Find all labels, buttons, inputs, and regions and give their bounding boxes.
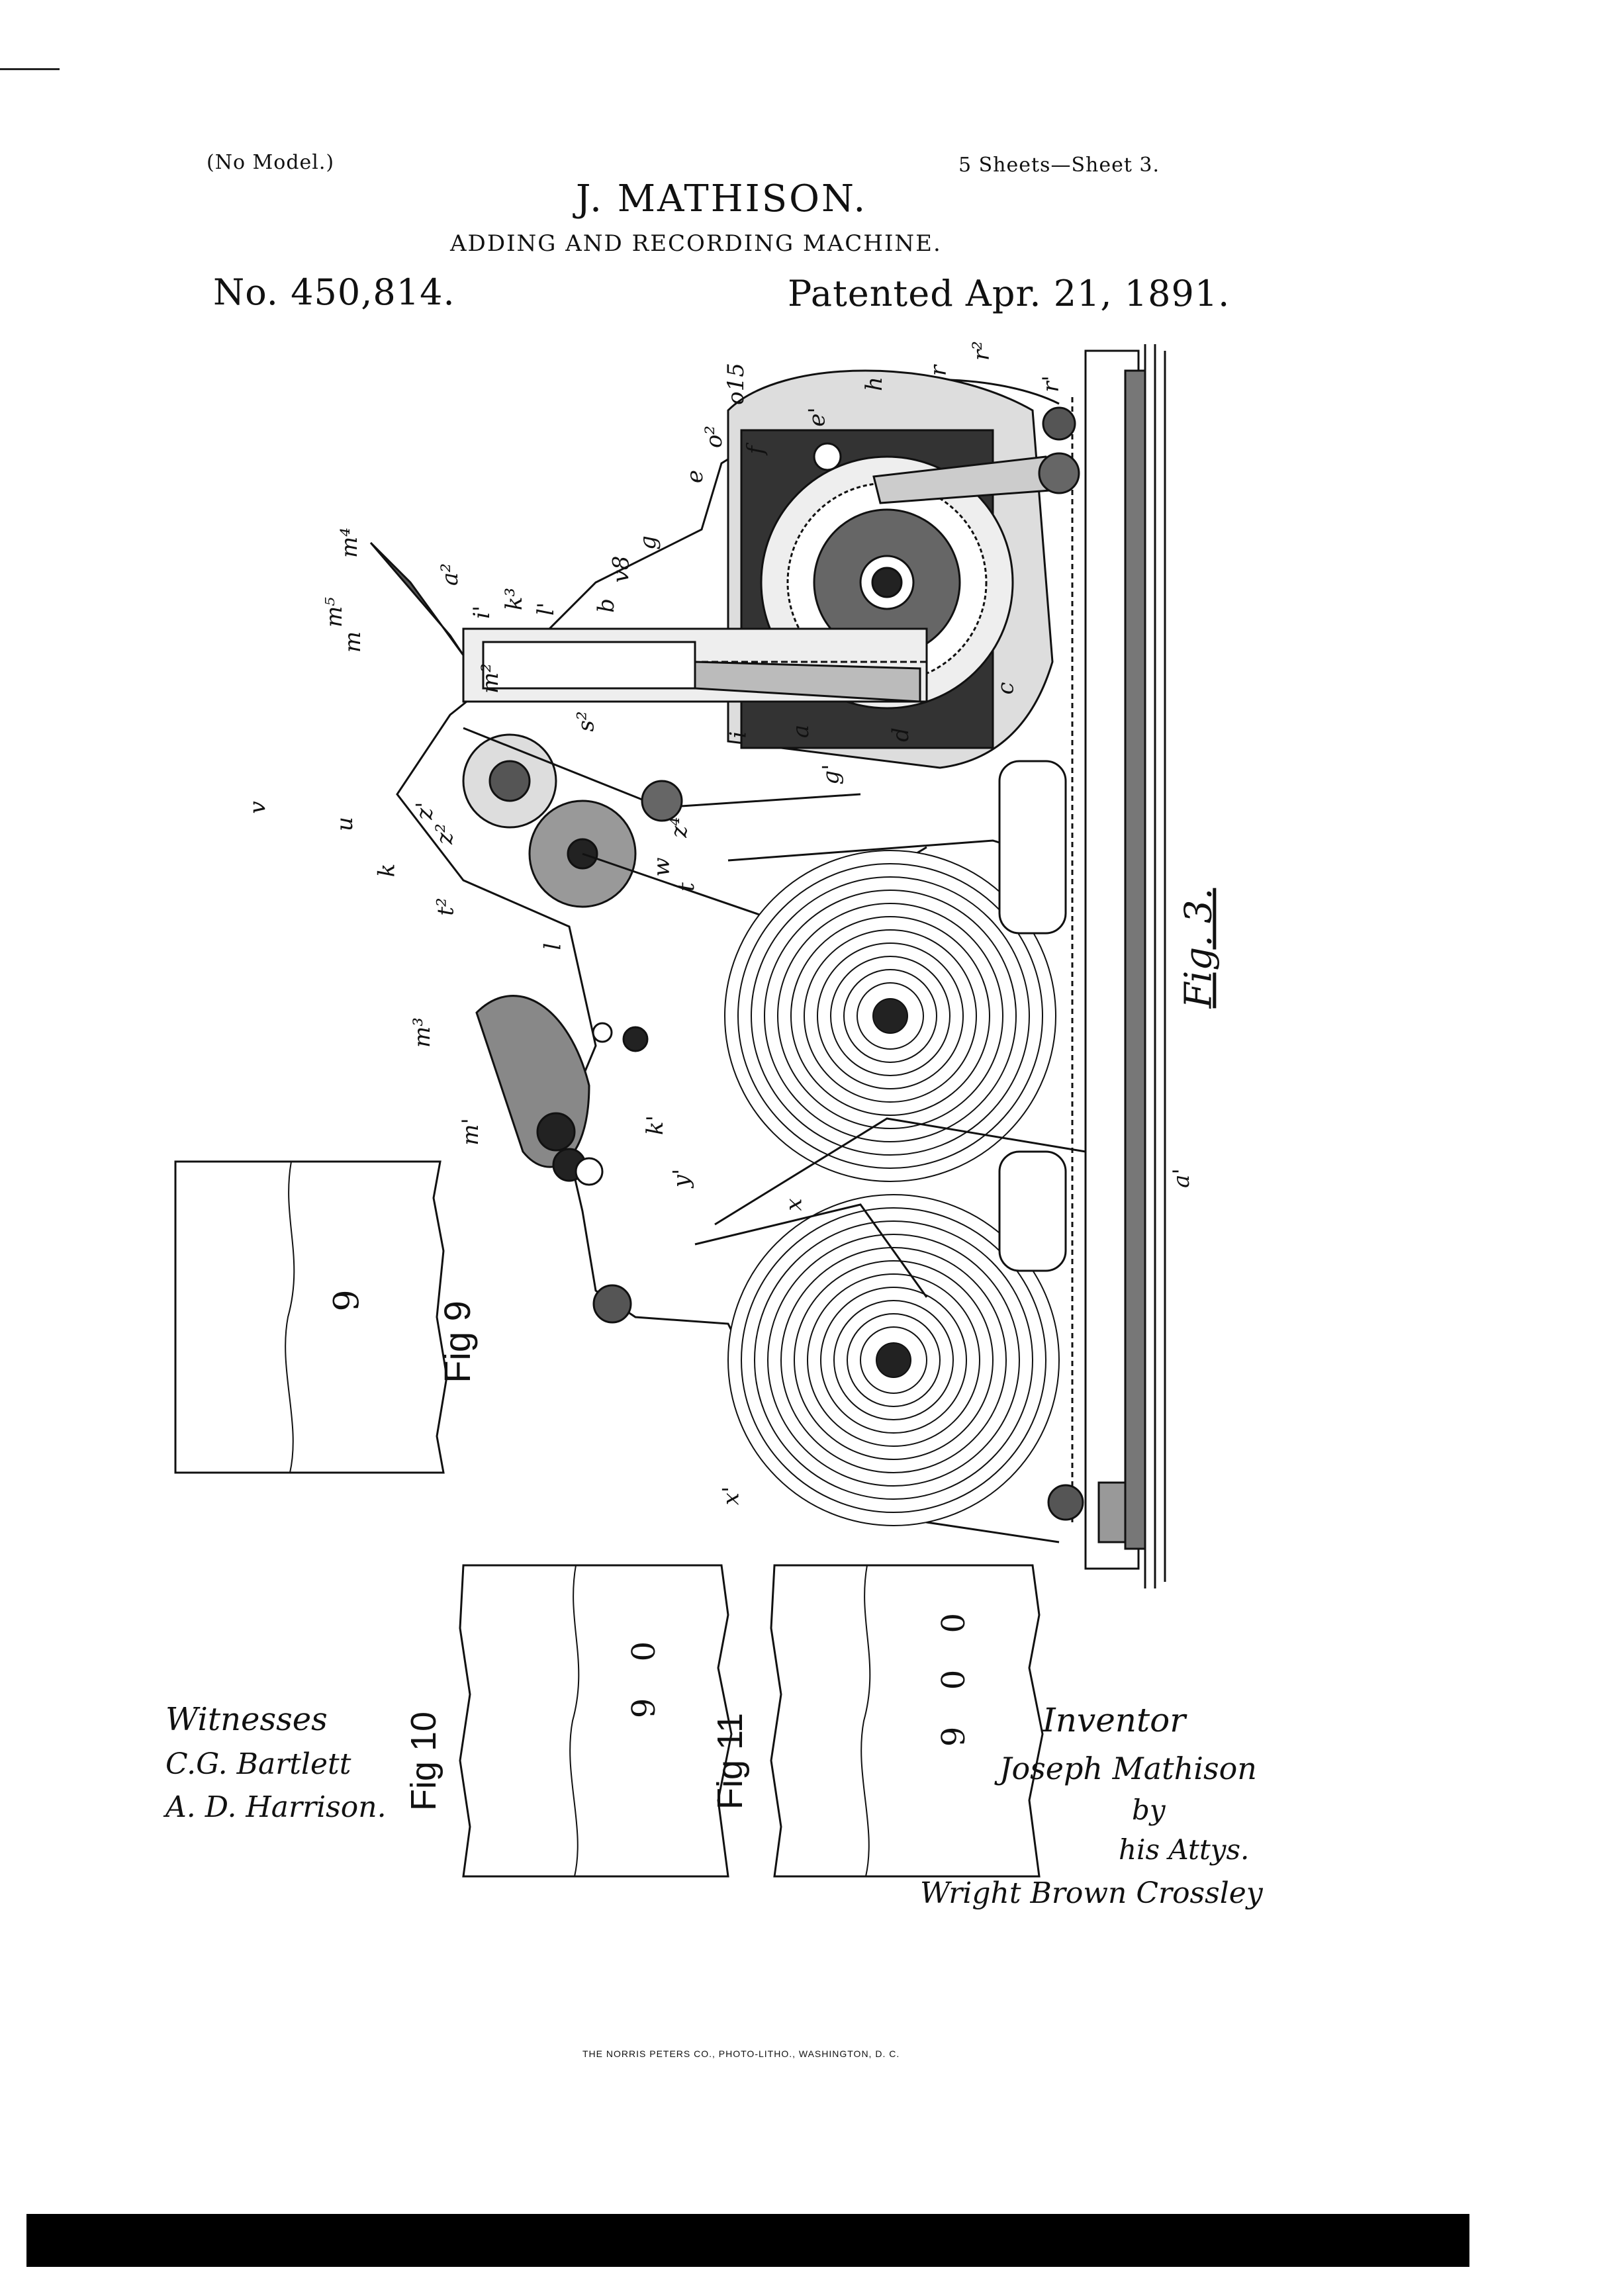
label-m: m — [340, 631, 367, 653]
inventor-label: Inventor — [1043, 1701, 1186, 1739]
label-i1: i' — [469, 605, 496, 620]
label-r: r — [925, 365, 952, 377]
label-a: a — [788, 724, 815, 739]
label-z1: z' — [411, 802, 438, 820]
fig9-value: 9 — [327, 1289, 367, 1312]
label-z4: z⁴ — [665, 817, 692, 838]
inventor-attys: his Attys. — [1119, 1833, 1250, 1866]
witness-2: A. D. Harrison. — [165, 1790, 387, 1824]
label-d: d — [887, 727, 914, 742]
label-m4: m⁴ — [336, 528, 363, 558]
inventor-name: J. MATHISON. — [576, 177, 868, 220]
fig11-value: 9 0 0 — [935, 1599, 973, 1747]
fig9-box — [174, 1160, 448, 1474]
label-u: u — [331, 817, 358, 831]
label-m2: m² — [477, 663, 504, 694]
model-note: (No Model.) — [207, 151, 335, 174]
label-k: k — [373, 863, 400, 878]
label-x1: x' — [718, 1486, 745, 1506]
label-z2: z² — [431, 823, 458, 845]
label-m1: m' — [457, 1118, 484, 1146]
label-c: c — [992, 682, 1019, 695]
label-e: e — [682, 469, 709, 484]
upper-paper-roll — [724, 850, 1056, 1182]
label-v8: v8 — [608, 555, 635, 583]
fig11-label: Fig 11 — [710, 1712, 751, 1810]
label-o15: o15 — [722, 363, 749, 405]
inventor-by: by — [1132, 1794, 1166, 1826]
label-m3: m³ — [408, 1017, 436, 1048]
witnesses-label: Witnesses — [165, 1701, 328, 1738]
fig3-label: Fig. 3. — [1177, 888, 1221, 1009]
fig10-box — [459, 1564, 733, 1878]
attorneys-signature: Wright Brown Crossley — [920, 1876, 1263, 1910]
label-t2: t² — [432, 897, 459, 916]
label-r1: r' — [1037, 375, 1064, 392]
label-k3: k³ — [501, 587, 528, 611]
label-h: h — [860, 377, 888, 391]
patent-date: Patented Apr. 21, 1891. — [788, 273, 1230, 314]
fig10-label: Fig 10 — [404, 1711, 444, 1812]
fig11-box — [770, 1564, 1044, 1878]
label-i: i — [725, 731, 752, 739]
label-a1: a' — [1168, 1168, 1195, 1188]
invention-title: ADDING AND RECORDING MACHINE. — [450, 230, 942, 257]
label-s2: s² — [573, 711, 600, 732]
label-k1: k' — [641, 1115, 669, 1135]
label-g: g — [634, 535, 661, 550]
scan-bar — [26, 2214, 1469, 2267]
label-t: t — [672, 882, 700, 892]
base-plate — [1071, 344, 1166, 1588]
fig9-label: Fig 9 — [436, 1301, 478, 1383]
label-w: w — [648, 857, 675, 877]
label-g1: g' — [817, 764, 845, 785]
label-o2: o² — [701, 425, 728, 449]
label-v: v — [244, 801, 271, 814]
sheet-info: 5 Sheets—Sheet 3. — [958, 154, 1160, 177]
label-l: l — [539, 942, 567, 950]
label-b: b — [592, 598, 620, 613]
label-l1: l' — [533, 602, 560, 616]
label-e1: e' — [804, 407, 831, 427]
label-y1: y' — [668, 1168, 695, 1188]
inventor-signature: Joseph Mathison — [999, 1751, 1257, 1786]
witness-1: C.G. Bartlett — [165, 1747, 351, 1781]
lower-paper-roll — [727, 1194, 1060, 1526]
label-f: f — [742, 445, 769, 455]
scan-mark — [0, 68, 60, 70]
printer-credit: THE NORRIS PETERS CO., PHOTO-LITHO., WAS… — [582, 2048, 900, 2059]
label-a2: a² — [436, 563, 463, 586]
patent-number: No. 450,814. — [213, 271, 455, 313]
label-m5: m⁵ — [320, 597, 348, 627]
label-x: x — [780, 1198, 808, 1211]
label-r2: r² — [968, 341, 995, 361]
fig10-value: 9 0 — [626, 1628, 663, 1719]
